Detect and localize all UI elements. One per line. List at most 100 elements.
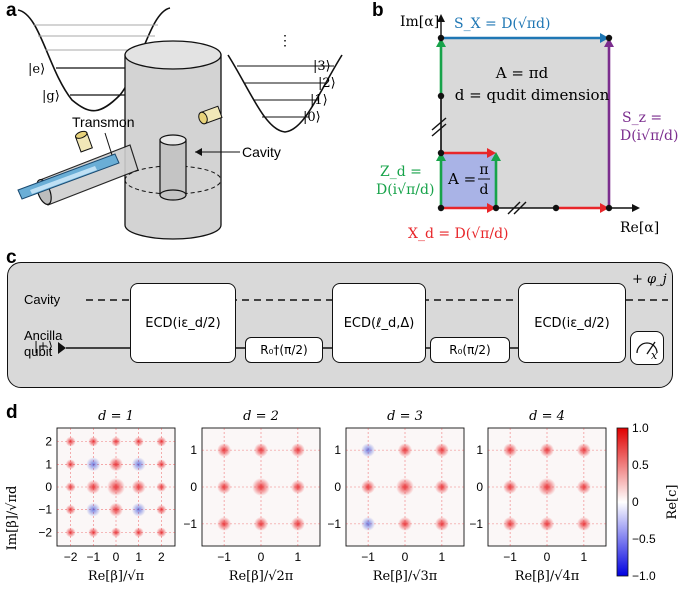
sz-label-2: D(i√π/d)	[620, 128, 678, 144]
panel-letter-b: b	[372, 0, 384, 21]
wigner-peak	[111, 436, 121, 447]
wigner-peak	[109, 457, 123, 472]
wigner-peak	[503, 443, 518, 458]
x-axis-label: Re[β]/√4π	[515, 569, 580, 584]
meter-icon	[636, 341, 658, 355]
ancilla-label-1: Ancilla	[24, 328, 63, 343]
wigner-peak	[156, 504, 167, 515]
y-tick-label: −2	[38, 525, 52, 539]
wigner-peak	[398, 516, 412, 531]
wigner-peak	[86, 480, 101, 494]
y-tick-label: 0	[45, 480, 52, 494]
measure-axis: x	[651, 349, 658, 362]
sx-label: S_X = D(√πd)	[454, 16, 550, 32]
y-tick-label: 0	[334, 480, 341, 494]
x-tick-label: 0	[402, 550, 409, 564]
wigner-peak	[86, 502, 101, 517]
lattice-dot	[605, 34, 613, 42]
plus-state-label: |+⟩	[34, 339, 53, 353]
x-axis-label: Re[β]/√3π	[373, 569, 438, 584]
small-area-label: A =	[447, 170, 476, 188]
x-tick-label: −1	[503, 550, 517, 564]
transmon-tunnel	[39, 144, 139, 206]
lattice-dot	[437, 204, 445, 212]
cavity-potential-curve	[227, 54, 343, 133]
wigner-peak	[133, 527, 144, 538]
wigner-peak	[290, 443, 305, 458]
state-0-label: |0⟩	[303, 110, 321, 125]
cavity-top	[124, 40, 222, 70]
wigner-peak	[109, 502, 123, 517]
wigner-peak	[576, 480, 591, 494]
x-tick-label: 1	[581, 550, 588, 564]
wigner-peak	[131, 480, 146, 494]
y-tick-label: −1	[183, 517, 197, 531]
wigner-peak	[156, 482, 167, 492]
wigner-peak	[254, 443, 268, 458]
x-tick-label: −1	[217, 550, 231, 564]
x-tick-label: 1	[439, 550, 446, 564]
y-tick-label: −1	[327, 517, 341, 531]
cavity-port	[198, 105, 223, 125]
ecd-gate-1: ECD(iε_d/2)	[130, 283, 236, 363]
wigner-peak	[254, 516, 268, 531]
wigner-peak	[361, 480, 376, 494]
wigner-peak	[65, 459, 76, 470]
y-tick-label: 1	[334, 443, 341, 457]
wigner-peak	[576, 443, 591, 458]
wigner-peak	[576, 516, 591, 531]
plot-title: d = 3	[387, 409, 423, 424]
unit-cell-small	[441, 153, 496, 208]
lattice-dot	[437, 92, 445, 100]
measurement-gate	[630, 331, 664, 365]
colorbar-tick: 0	[632, 495, 639, 509]
wigner-peak	[290, 516, 305, 531]
panel-letter-a: a	[6, 0, 17, 21]
colorbar	[616, 427, 629, 577]
plot-title: d = 1	[98, 409, 134, 424]
im-axis-label: Im[α]	[400, 14, 439, 30]
state-3-label: |3⟩	[313, 59, 331, 74]
x-tick-label: −1	[86, 550, 100, 564]
plot-title: d = 2	[243, 409, 279, 424]
phase-label: + φ_j	[632, 272, 667, 287]
wigner-peak	[538, 478, 556, 496]
wigner-peak	[88, 527, 99, 538]
rotation-gate-2: R₀(π/2)	[430, 337, 510, 363]
wigner-peak	[156, 527, 167, 538]
wigner-peak	[434, 516, 449, 531]
level-dots: ⋮	[278, 33, 292, 49]
x-axis-label: Re[β]/√π	[88, 569, 145, 584]
wigner-peak	[133, 436, 144, 447]
x-axis-label: Re[β]/√2π	[229, 569, 294, 584]
y-tick-label: 1	[45, 457, 52, 471]
area-label: A = πd	[495, 64, 549, 82]
xd-label: X_d = D(√π/d)	[408, 226, 509, 242]
rotation-gate-1: R₀†(π/2)	[245, 337, 323, 363]
wigner-peak	[252, 478, 270, 496]
transmon-potential-curve	[17, 7, 171, 112]
qudit-label: d = qudit dimension	[455, 86, 610, 104]
x-tick-label: 1	[135, 550, 142, 564]
wigner-peak	[156, 459, 167, 470]
x-tick-label: 0	[544, 550, 551, 564]
wigner-peak	[540, 516, 554, 531]
wigner-peak	[540, 443, 554, 458]
sz-label-1: S_z =	[622, 110, 662, 126]
colorbar-label: Re[c]	[665, 485, 680, 520]
x-tick-label: −1	[361, 550, 375, 564]
panel-letter-d: d	[6, 402, 18, 423]
x-tick-label: 2	[158, 550, 165, 564]
wigner-peak	[107, 478, 125, 496]
wigner-peak	[503, 480, 518, 494]
state-2-label: |2⟩	[318, 76, 336, 91]
zd-label-2: D(i√π/d)	[376, 182, 434, 198]
lattice-dot	[437, 149, 445, 157]
lattice-dot	[605, 204, 613, 212]
lattice-dot	[552, 204, 560, 212]
panel-letter-c: c	[6, 247, 17, 268]
wigner-peak	[434, 443, 449, 458]
wigner-peak	[398, 443, 412, 458]
ecd-gate-3: ECD(iε_d/2)	[518, 283, 626, 363]
